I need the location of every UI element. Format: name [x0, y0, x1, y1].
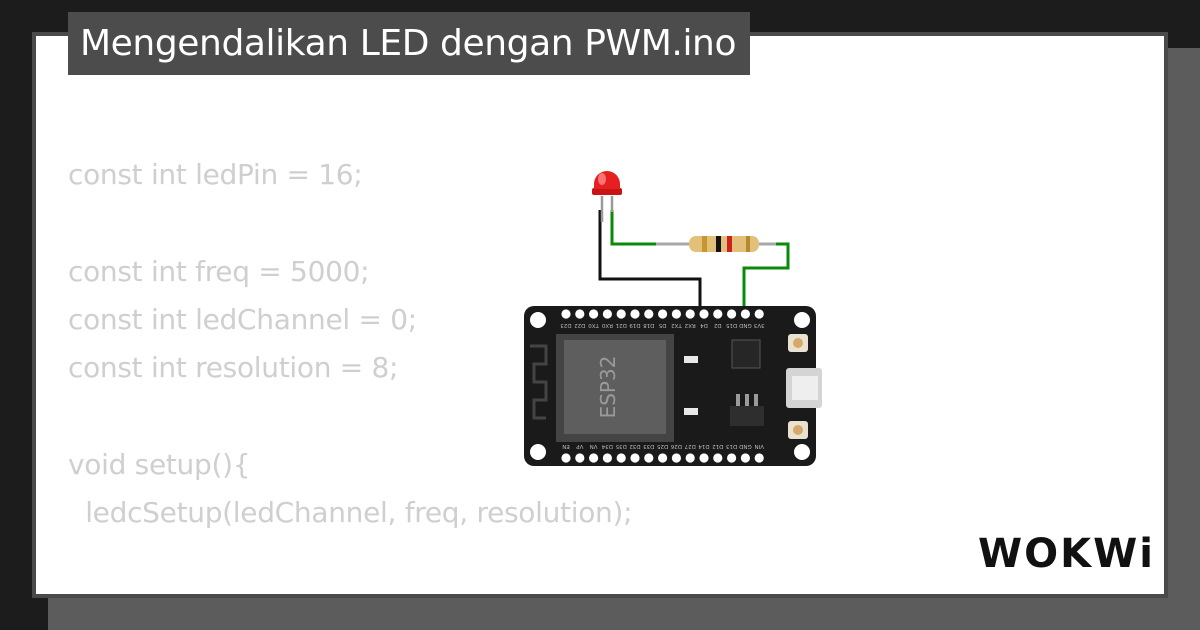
board-pin[interactable]: [602, 453, 612, 463]
board-pin[interactable]: [685, 309, 695, 319]
board-pin-label: D26: [670, 443, 682, 449]
board-pin-label: TX0: [588, 322, 600, 328]
wokwi-logo: WOKWi: [978, 531, 1151, 577]
board-pin[interactable]: [740, 309, 750, 319]
board-pin[interactable]: [671, 309, 681, 319]
board-pin[interactable]: [713, 453, 723, 463]
code-line: const int freq = 5000;: [68, 254, 370, 288]
board-pin[interactable]: [685, 453, 695, 463]
board-pin[interactable]: [561, 453, 571, 463]
board-pin-label: VN: [590, 443, 598, 449]
board-pin-label: 3V3: [753, 322, 764, 328]
code-preview: const int ledPin = 16; const int freq = …: [68, 151, 633, 594]
board-pin-label: D13: [725, 443, 737, 449]
board-pin-label: D23: [560, 322, 572, 328]
board-pin-label: D25: [656, 443, 668, 449]
board-pin[interactable]: [644, 453, 654, 463]
board-pin-label: D35: [615, 443, 627, 449]
board-pin[interactable]: [727, 309, 737, 319]
board-pin[interactable]: [589, 309, 599, 319]
code-line: ledcAttachPin(ledPin, ledChannel);: [68, 593, 557, 594]
board-pin[interactable]: [616, 453, 626, 463]
board-pin-label: D5: [658, 322, 666, 328]
board-pin[interactable]: [699, 453, 709, 463]
code-line: const int ledChannel = 0;: [68, 302, 417, 336]
wire-green-led: [610, 210, 656, 246]
board-pin[interactable]: [713, 309, 723, 319]
board-pin[interactable]: [644, 309, 654, 319]
board-pin[interactable]: [616, 309, 626, 319]
board-pin-label: D34: [601, 443, 613, 449]
board-pin-label: EN: [562, 443, 570, 449]
board-pin[interactable]: [754, 309, 764, 319]
board-pin-label: D19: [629, 322, 641, 328]
board-pin-label: D32: [629, 443, 640, 449]
code-line: ledcSetup(ledChannel, freq, resolution);: [85, 496, 633, 530]
preview-canvas: const int ledPin = 16; const int freq = …: [36, 36, 1164, 594]
board-pin-label: GND: [739, 322, 752, 328]
board-pin[interactable]: [589, 453, 599, 463]
board-pin-label: D33: [643, 443, 655, 449]
board-pin[interactable]: [630, 309, 640, 319]
board-pin[interactable]: [561, 309, 571, 319]
page-title: Mengendalikan LED dengan PWM.ino: [68, 12, 751, 75]
board-pin-label: VP: [576, 443, 584, 449]
board-pins: [561, 309, 764, 463]
board-pin[interactable]: [630, 453, 640, 463]
board-pin-label: TX2: [671, 322, 683, 328]
board-pin[interactable]: [699, 309, 709, 319]
wire-green-board: [742, 242, 790, 312]
board-pin[interactable]: [575, 309, 585, 319]
board-pin-label: D22: [574, 322, 585, 328]
wire-black: [598, 210, 702, 312]
board-pin[interactable]: [575, 453, 585, 463]
board-pin-label: D4: [700, 322, 708, 328]
code-line: const int resolution = 8;: [68, 351, 399, 385]
resistor[interactable]: [656, 236, 776, 252]
board-pin-label: D18: [643, 322, 655, 328]
code-line: void setup(){: [68, 447, 251, 481]
board-pin-label: D12: [712, 443, 723, 449]
board-pin-label: D2: [714, 322, 722, 328]
board-pin[interactable]: [754, 453, 764, 463]
board-pin-label: D27: [684, 443, 696, 449]
board-pin[interactable]: [740, 453, 750, 463]
board-pin-label: D14: [698, 443, 710, 449]
board-pin[interactable]: [727, 453, 737, 463]
board-pin-label: VIN: [754, 443, 764, 449]
board-pin-label: RX0: [601, 322, 613, 328]
board-pin-label: RX2: [685, 322, 696, 328]
board-pin-label: GND: [739, 443, 752, 449]
board-pin[interactable]: [671, 453, 681, 463]
code-line: const int ledPin = 16;: [68, 158, 363, 191]
board-pin[interactable]: [658, 309, 668, 319]
board-pin[interactable]: [602, 309, 612, 319]
wokwi-logo-text: WOKWi: [978, 531, 1151, 577]
chip-label: ESP32: [596, 356, 620, 419]
board-pin-label: D15: [725, 322, 737, 328]
led-red[interactable]: [592, 171, 622, 222]
board-pin[interactable]: [658, 453, 668, 463]
board-pin-label: D21: [616, 322, 627, 328]
